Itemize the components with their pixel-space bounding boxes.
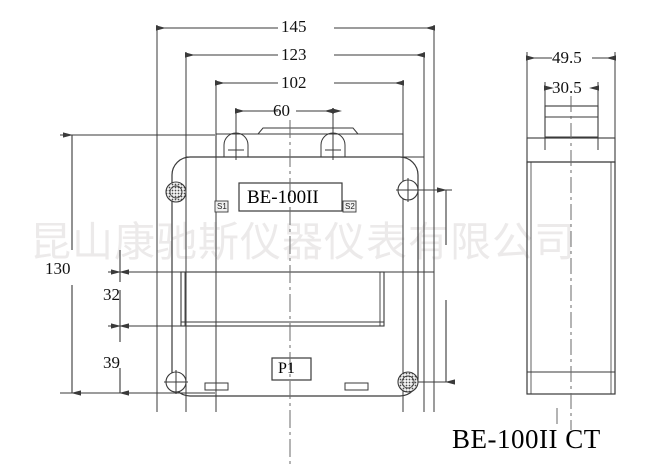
terminal-label-s1: S1 [217,202,227,211]
dim-overall-depth: 49.5 [552,48,582,67]
dim-bracket-hole-spacing: 60 [273,101,290,120]
dim-overall-width: 145 [281,17,307,36]
dim-window-bottom-offset: 39 [103,353,120,372]
drawing-title: BE-100II CT [452,424,601,454]
dim-mounting-width: 123 [281,45,307,64]
dim-body-width: 102 [281,73,307,92]
terminal-label-p1: P1 [278,360,295,377]
product-nameplate-label: BE-100II [247,187,319,208]
dim-window-top-offset: 32 [103,285,120,304]
terminal-label-s2: S2 [345,202,355,211]
dim-overall-height: 130 [45,259,71,278]
dim-bracket-depth: 30.5 [552,78,582,97]
company-watermark: 昆山康驰斯仪器仪表有限公司 [30,218,576,266]
